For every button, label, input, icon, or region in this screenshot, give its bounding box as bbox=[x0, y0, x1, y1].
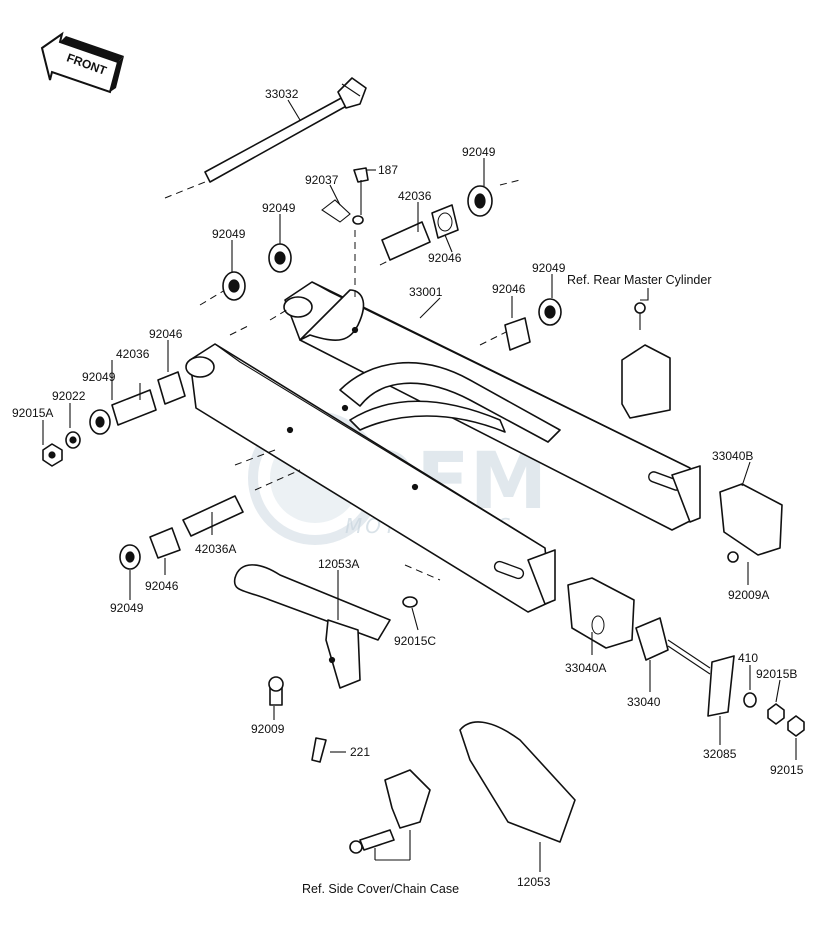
callout-92049: 92049 bbox=[262, 201, 296, 215]
small-hardware bbox=[268, 596, 418, 763]
callout-33032: 33032 bbox=[265, 87, 299, 101]
callout-92009: 92009 bbox=[251, 722, 285, 736]
callout-92046: 92046 bbox=[149, 327, 183, 341]
callout-92037: 92037 bbox=[305, 173, 339, 187]
callout-92015C: 92015C bbox=[394, 634, 436, 648]
leader-lines bbox=[42, 99, 797, 872]
callout-42036: 42036 bbox=[398, 189, 432, 203]
callout-92015: 92015 bbox=[770, 763, 804, 777]
chain-guide bbox=[233, 564, 391, 689]
callout-92015B: 92015B bbox=[756, 667, 797, 681]
chain-adjusters bbox=[567, 483, 805, 737]
callout-42036A: 42036A bbox=[195, 542, 236, 556]
callout-33040A: 33040A bbox=[565, 661, 606, 675]
callout-33001: 33001 bbox=[409, 285, 443, 299]
callout-92046: 92046 bbox=[428, 251, 462, 265]
front-arrow-icon: FRONT bbox=[40, 31, 124, 94]
callout-12053: 12053 bbox=[517, 875, 551, 889]
callout-92009A: 92009A bbox=[728, 588, 769, 602]
callout-92049: 92049 bbox=[532, 261, 566, 275]
callout-92015A: 92015A bbox=[12, 406, 53, 420]
callout-33040: 33040 bbox=[627, 695, 661, 709]
clip-and-bolt bbox=[321, 167, 369, 225]
callout-92049: 92049 bbox=[462, 145, 496, 159]
callout-92046: 92046 bbox=[145, 579, 179, 593]
callout-187: 187 bbox=[378, 163, 398, 177]
callout-92022: 92022 bbox=[52, 389, 86, 403]
ref-side-cover-chain-case: Ref. Side Cover/Chain Case bbox=[302, 882, 459, 896]
pivot-shaft bbox=[164, 77, 367, 199]
callout-92049: 92049 bbox=[110, 601, 144, 615]
callout-410: 410 bbox=[738, 651, 758, 665]
callout-42036: 42036 bbox=[116, 347, 150, 361]
chain-case bbox=[349, 721, 576, 854]
callout-92046: 92046 bbox=[492, 282, 526, 296]
master-cylinder-bracket bbox=[621, 302, 671, 419]
callout-33040B: 33040B bbox=[712, 449, 753, 463]
callout-32085: 32085 bbox=[703, 747, 737, 761]
ref-rear-master-cylinder: Ref. Rear Master Cylinder bbox=[567, 273, 712, 287]
callout-92049: 92049 bbox=[82, 370, 116, 384]
swingarm-body bbox=[185, 281, 701, 613]
callout-12053A: 12053A bbox=[318, 557, 359, 571]
callout-221: 221 bbox=[350, 745, 370, 759]
callout-92049: 92049 bbox=[212, 227, 246, 241]
